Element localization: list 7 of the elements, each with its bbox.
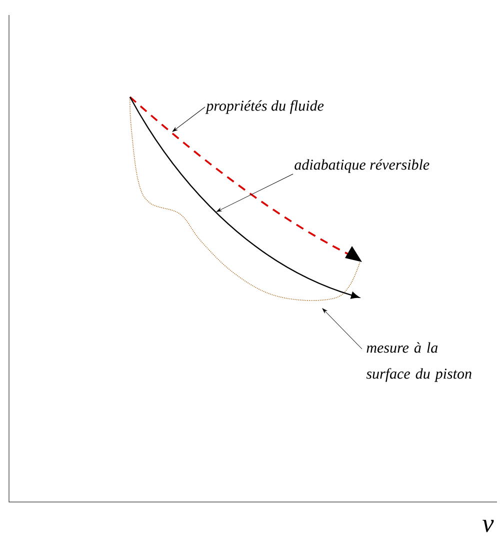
annotation-text: mesure à la surface du piston <box>366 342 472 382</box>
leader-line <box>172 106 206 132</box>
axis-label: v <box>482 520 494 532</box>
leader-line <box>322 308 362 350</box>
annotation-text: adiabatique réversible <box>294 159 430 173</box>
leader-line <box>216 174 294 212</box>
annotation-text: propriétés du fluide <box>205 100 324 114</box>
